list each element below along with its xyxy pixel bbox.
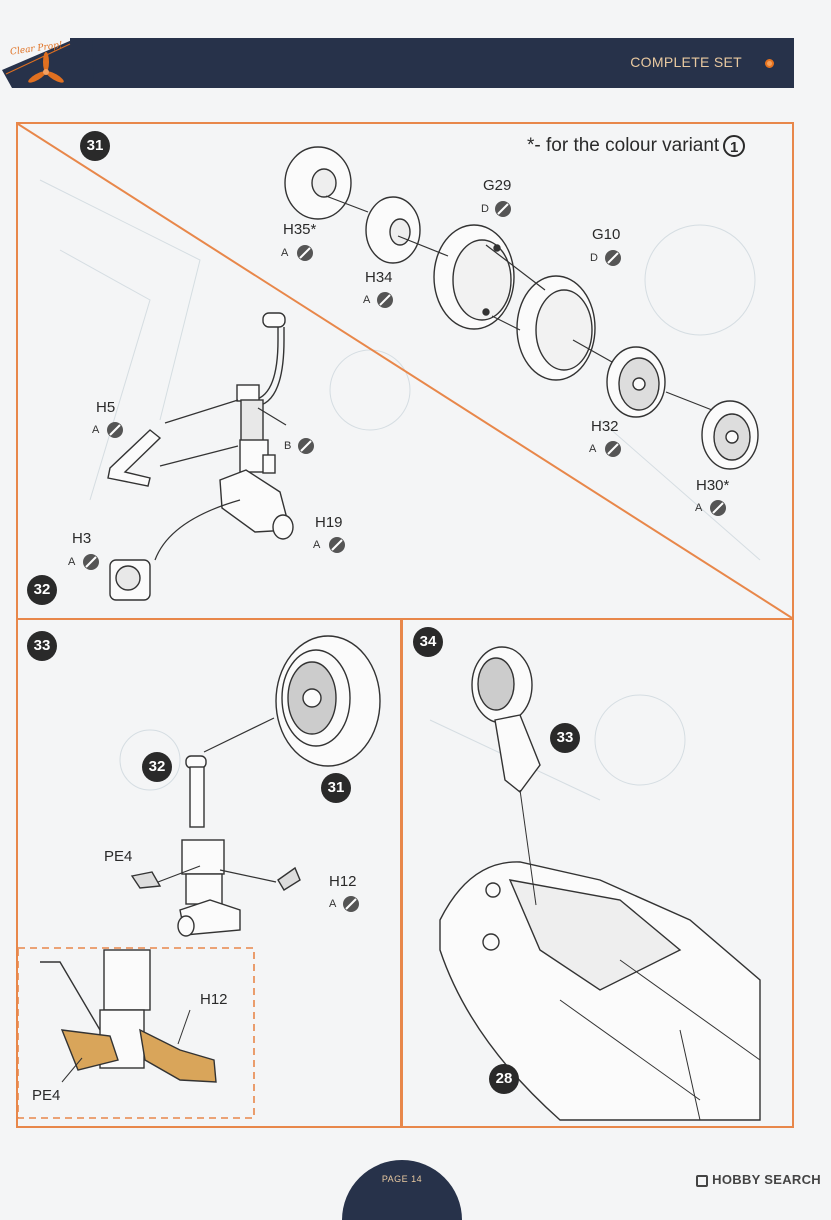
step-ref-28: 28 [489,1064,519,1094]
detail-label-pe4: PE4 [32,1087,61,1104]
part-label-h35: H35* [283,221,317,238]
sprue-h32: A [589,443,597,455]
part-label-g10: G10 [592,226,621,243]
cutter-icon [495,201,511,217]
sprue-h35: A [281,247,289,259]
variant-number: 1 [723,135,746,157]
header-title: COMPLETE SET [630,54,742,70]
sprue-g29: D [481,203,489,215]
panel-bottom-right [401,620,794,1128]
step-33: 33 [27,631,57,661]
part-label-h12: H12 [329,873,357,890]
part-label-h3: H3 [72,530,92,547]
sprue-h12: A [329,898,337,910]
step-ref-32: 32 [142,752,172,782]
sprue-h34: A [363,294,371,306]
cutter-icon [605,250,621,266]
panel-top [16,122,794,620]
cutter-icon [83,554,99,570]
part-label-h34: H34 [365,269,393,286]
part-label-pe4: PE4 [104,848,133,865]
sprue-h19: A [313,539,321,551]
cutter-icon [605,441,621,457]
brand-logo: Clear Prop! [2,30,98,90]
sprue-h30: A [695,502,703,514]
cutter-icon [377,292,393,308]
watermark: HOBBY SEARCH [696,1172,821,1187]
cutter-icon [710,500,726,516]
part-label-h19: H19 [315,514,343,531]
header-band: COMPLETE SET [70,38,794,88]
watermark-text: HOBBY SEARCH [712,1172,821,1187]
sprue-b: B [284,440,292,452]
part-label-h5: H5 [96,399,116,416]
cutter-icon [107,422,123,438]
cutter-icon [297,245,313,261]
variant-note-text: *- for the colour variant [527,135,720,157]
cutter-icon [343,896,359,912]
sprue-g10: D [590,252,598,264]
sprue-h3: A [68,556,76,568]
header-dot-icon [765,59,774,68]
step-ref-31: 31 [321,773,351,803]
part-label-g29: G29 [483,177,512,194]
cutter-icon [329,537,345,553]
detail-label-h12: H12 [200,991,228,1008]
step-ref-33: 33 [550,723,580,753]
cutter-icon [298,438,314,454]
part-label-h32: H32 [591,418,619,435]
step-34: 34 [413,627,443,657]
page-number: PAGE 14 [381,1174,423,1184]
step-31: 31 [80,131,110,161]
part-label-h30: H30* [696,477,730,494]
sprue-h5: A [92,424,100,436]
watermark-logo-icon [696,1174,709,1187]
step-32: 32 [27,575,57,605]
